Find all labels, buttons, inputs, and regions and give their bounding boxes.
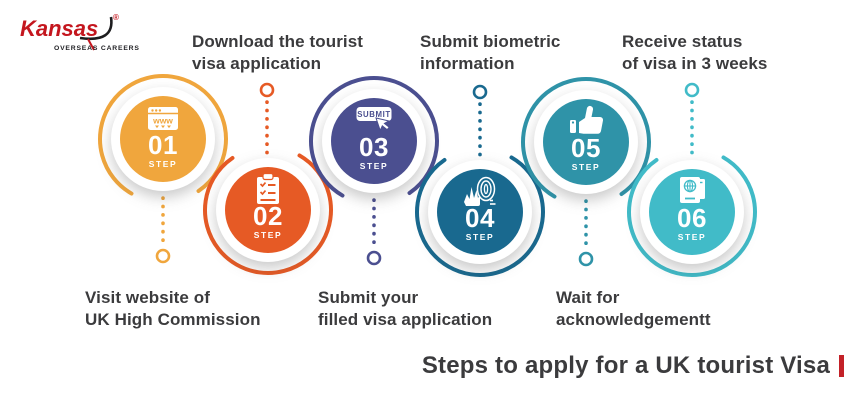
step-04: 04 STEP — [405, 137, 555, 287]
logo-swoosh-tail — [87, 38, 95, 51]
title-accent-bar — [839, 355, 844, 377]
label-step-05: Wait for acknowledgementt — [556, 288, 711, 330]
logo-registered-mark: ® — [113, 13, 119, 22]
connector-step-05 — [578, 199, 594, 267]
clipboard-checklist-icon — [257, 172, 279, 204]
svg-text:01: 01 — [148, 130, 178, 160]
connector-step-06 — [684, 82, 700, 158]
label-step-03: Submit your filled visa application — [318, 288, 493, 330]
logo-swoosh — [79, 16, 113, 41]
page-title: Steps to apply for a UK tourist Visa — [422, 352, 844, 380]
svg-text:STEP: STEP — [572, 162, 601, 172]
svg-text:SUBMIT: SUBMIT — [357, 110, 391, 119]
label-step-04: Submit biometric information — [420, 32, 561, 74]
svg-text:STEP: STEP — [360, 161, 389, 171]
submit-button-icon: SUBMIT — [356, 107, 392, 132]
svg-text:STEP: STEP — [678, 232, 707, 242]
svg-text:03: 03 — [359, 132, 389, 162]
svg-text:04: 04 — [465, 203, 495, 233]
page-title-text: Steps to apply for a UK tourist Visa — [421, 352, 830, 379]
step-05: 05 STEP — [511, 67, 661, 217]
step-02: 02 STEP — [193, 135, 343, 285]
svg-text:www: www — [152, 116, 173, 126]
svg-text:STEP: STEP — [149, 159, 178, 169]
step-03: SUBMIT 03 STEP — [299, 66, 449, 216]
label-step-01: Visit website of UK High Commission — [85, 288, 261, 330]
thumbs-up-icon — [570, 105, 604, 134]
biometric-hand-fingerprint-icon — [464, 176, 496, 206]
svg-text:STEP: STEP — [466, 232, 495, 242]
kansas-logo: Kansas ® OVERSEAS CAREERS — [18, 10, 148, 58]
logo-tagline: OVERSEAS CAREERS — [54, 45, 140, 52]
svg-text:06: 06 — [677, 203, 707, 233]
step-01: www 01 STEP — [88, 64, 238, 214]
browser-www-icon: www — [148, 107, 178, 130]
label-step-02: Download the tourist visa application — [192, 32, 364, 74]
connector-step-04 — [472, 84, 488, 160]
connector-step-03 — [366, 198, 382, 266]
passport-icon — [680, 177, 705, 203]
connector-step-01 — [155, 196, 171, 264]
svg-text:STEP: STEP — [254, 230, 283, 240]
label-step-06: Receive status of visa in 3 weeks — [622, 32, 768, 74]
svg-text:02: 02 — [253, 201, 283, 231]
svg-text:05: 05 — [571, 133, 601, 163]
connector-step-02 — [259, 82, 275, 158]
logo-brand-text: Kansas — [20, 16, 98, 41]
step-06: 06 STEP — [617, 137, 767, 287]
